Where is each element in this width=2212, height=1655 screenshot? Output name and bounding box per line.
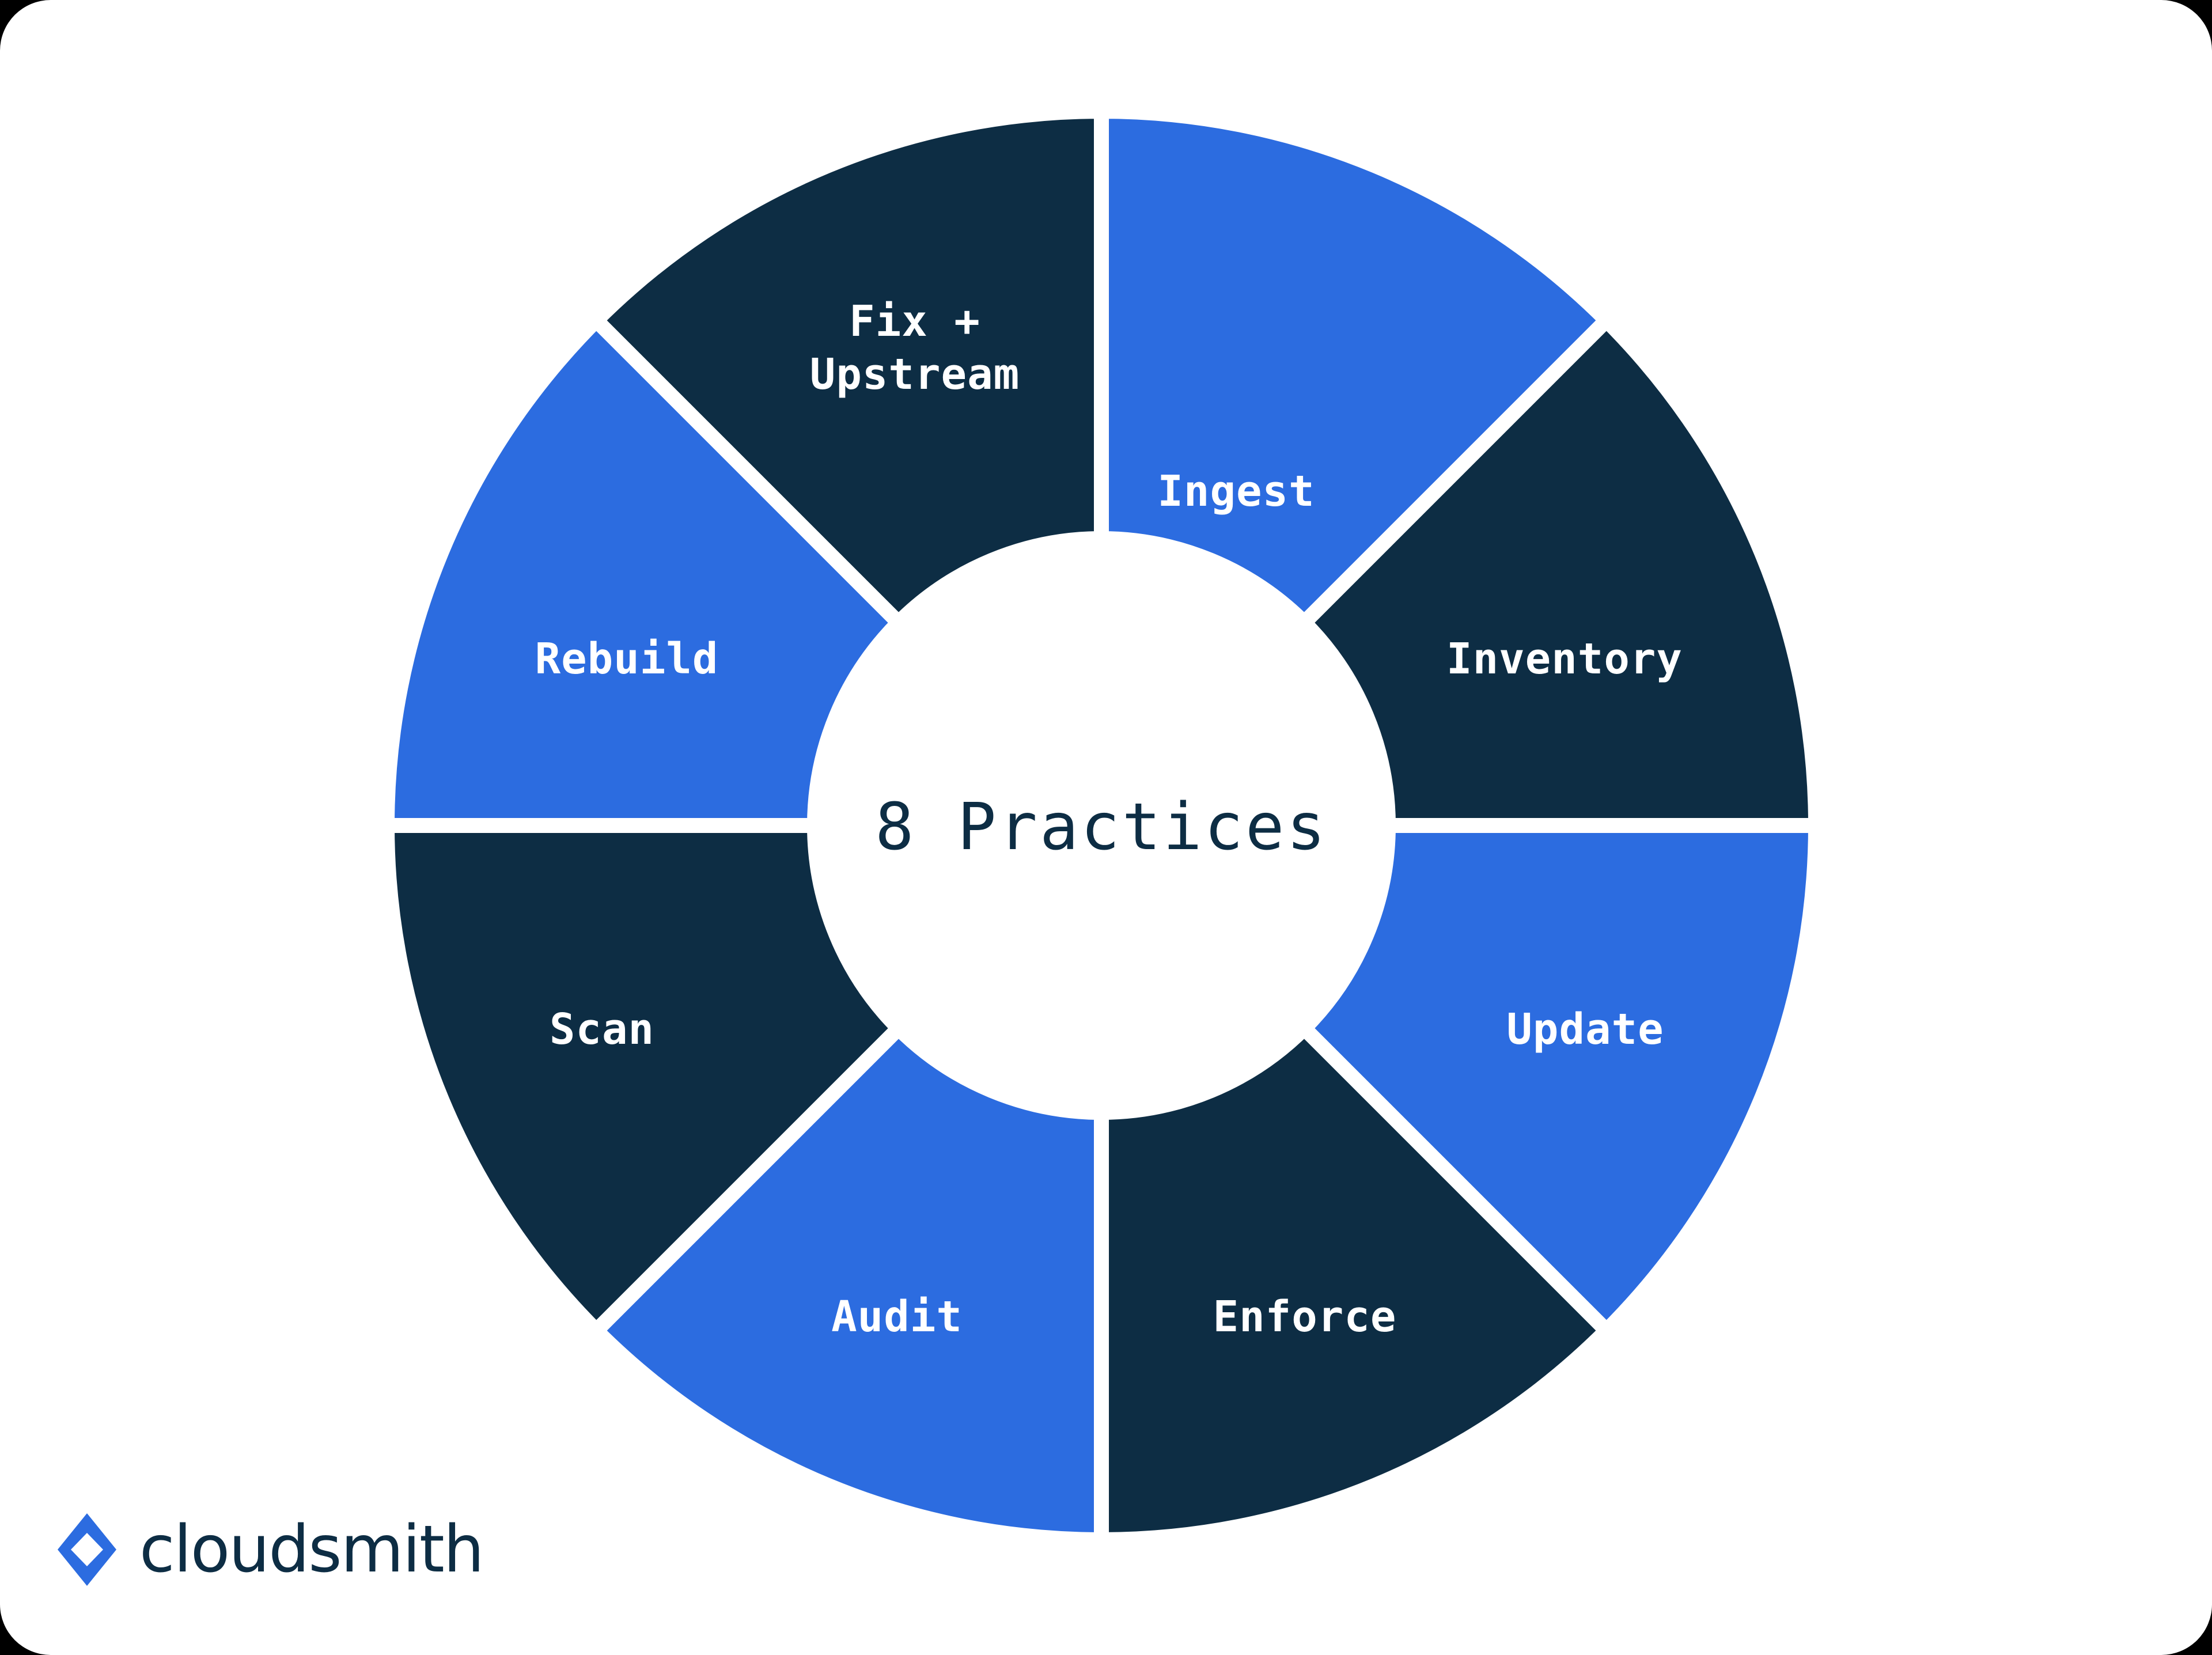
donut-segment-label: Scan [550,1005,654,1054]
donut-center-label: 8 Practices [875,790,1328,865]
donut-segment-label: Update [1506,1005,1664,1054]
donut-segment-label: Fix +Upstream [810,297,1020,399]
donut-hub [815,539,1388,1112]
donut-segment-label: Enforce [1213,1292,1397,1342]
donut-segment-label: Inventory [1446,634,1683,684]
diamond-outline-icon [58,1513,116,1586]
donut-segment-label: Audit [831,1292,963,1342]
cloudsmith-logo: cloudsmith [55,1512,484,1587]
donut-segment-label: Rebuild [535,634,719,684]
donut-segment-label: Ingest [1157,467,1315,516]
cloudsmith-wordmark: cloudsmith [139,1512,484,1587]
